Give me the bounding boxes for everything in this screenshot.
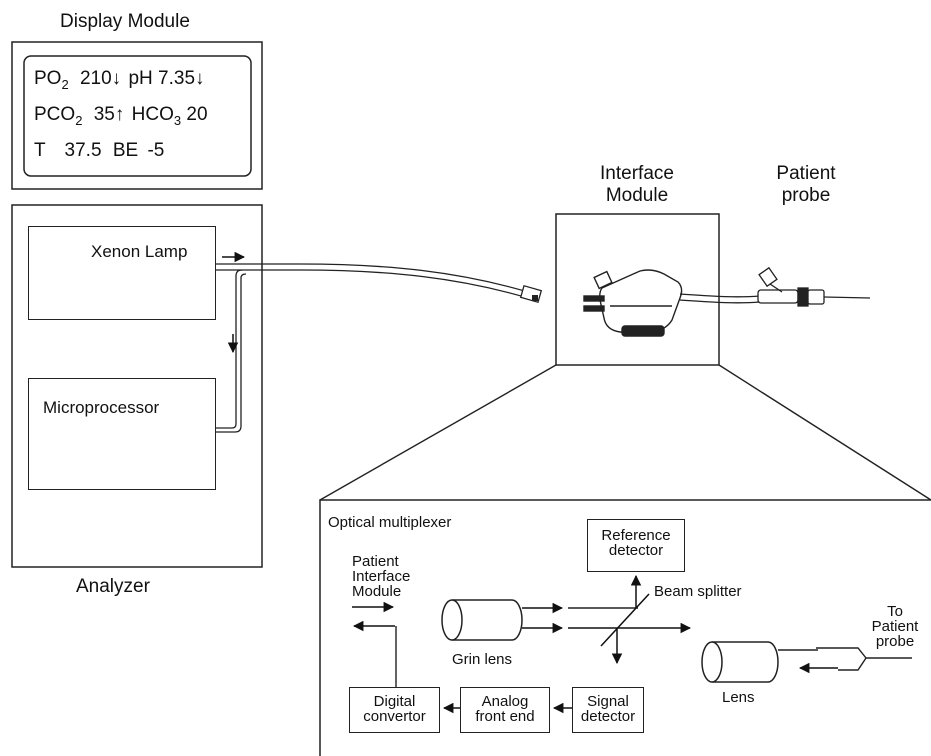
analog-front-end-label: Analog front end (461, 694, 549, 724)
grin-lens-label: Grin lens (452, 651, 513, 668)
display-row-2: PCO2 35↑ HCO3 20 (34, 105, 208, 127)
po2-label: PO (34, 68, 62, 89)
be-value: -5 (147, 140, 165, 161)
grin-lens (441, 599, 523, 641)
patient-probe-device (757, 266, 871, 307)
patient-probe-line1: Patient (776, 163, 836, 184)
xenon-lamp-label: Xenon Lamp (91, 242, 188, 261)
beam-splitter-mirror (600, 593, 650, 647)
to-patient-line3: probe (875, 633, 915, 650)
signal-detector-label: Signal detector (573, 694, 643, 724)
analog-front-end-box: Analog front end (460, 687, 550, 733)
patient-interface-line1: Patient (352, 553, 399, 570)
display-module-title: Display Module (60, 11, 190, 32)
display-screen (23, 55, 252, 177)
interface-module-label: Interface Module (576, 164, 698, 205)
pco2-value: 35 (93, 104, 115, 125)
probe-fiber-tip (816, 647, 867, 671)
t-label: T (34, 140, 46, 161)
reference-detector-line2: detector (608, 542, 664, 559)
cable-connector (519, 284, 543, 304)
signal-detector-line2: detector (580, 708, 636, 725)
digital-convertor-line1: Digital (373, 693, 416, 710)
to-patient-line2: Patient (871, 618, 919, 635)
projection-line-right (718, 364, 931, 501)
to-patient-line1: To (887, 603, 903, 620)
hco3-subscript: 3 (173, 112, 182, 128)
reference-detector-label: Reference detector (588, 528, 684, 558)
signal-detector-box: Signal detector (572, 687, 644, 733)
patient-probe-line2: probe (781, 185, 831, 206)
fiber-cable (216, 263, 529, 433)
analyzer-frame (11, 204, 263, 568)
optical-multiplexer-frame (319, 499, 931, 756)
reference-detector-line1: Reference (601, 527, 671, 544)
analog-front-end-line2: front end (475, 708, 535, 725)
digital-convertor-line2: convertor (363, 708, 426, 725)
interface-module-line1: Interface (600, 163, 674, 184)
lens (701, 641, 779, 683)
interface-device (583, 269, 683, 337)
device-to-probe-cable (679, 293, 761, 304)
po2-subscript: 2 (61, 76, 69, 92)
po2-down-icon: ↓ (111, 68, 122, 89)
digital-convertor-label: Digital convertor (350, 694, 439, 724)
ph-value: 7.35 (158, 68, 196, 89)
interface-module-line2: Module (605, 185, 669, 206)
pco2-subscript: 2 (75, 112, 83, 128)
pco2-label: PCO (34, 104, 76, 125)
cable-connector-band (532, 295, 538, 301)
beam-splitter-label: Beam splitter (654, 583, 742, 600)
signal-detector-line1: Signal (587, 693, 629, 710)
pco2-up-icon: ↑ (114, 104, 125, 125)
patient-interface-module-label: Patient Interface Module (352, 554, 410, 599)
optical-multiplexer-title: Optical multiplexer (328, 514, 452, 531)
analog-front-end-line1: Analog (481, 693, 529, 710)
xenon-lamp-box: Xenon Lamp (28, 226, 216, 320)
digital-convertor-box: Digital convertor (349, 687, 440, 733)
display-module-frame (11, 41, 263, 190)
projection-line-left (319, 364, 557, 501)
ph-down-icon: ↓ (195, 68, 205, 89)
patient-probe-label: Patient probe (758, 164, 854, 205)
patient-interface-line2: Interface (352, 568, 411, 585)
display-row-3: T 37.5 BE -5 (34, 141, 164, 160)
hco3-label: HCO (131, 104, 174, 125)
microprocessor-box: Microprocessor (28, 378, 216, 490)
microprocessor-label: Microprocessor (43, 398, 160, 417)
po2-value: 210 (79, 68, 112, 89)
analyzer-label: Analyzer (76, 576, 150, 597)
ph-label: pH (128, 68, 153, 89)
lens-label: Lens (722, 689, 755, 706)
t-value: 37.5 (64, 140, 102, 161)
be-label: BE (112, 140, 139, 161)
to-patient-probe-label: To Patient probe (862, 604, 928, 649)
patient-interface-line3: Module (352, 583, 402, 600)
reference-detector-box: Reference detector (587, 519, 685, 572)
interface-module-frame (555, 213, 720, 366)
hco3-value: 20 (186, 104, 208, 125)
display-row-1: PO2 210↓ pH 7.35↓ (34, 69, 205, 91)
